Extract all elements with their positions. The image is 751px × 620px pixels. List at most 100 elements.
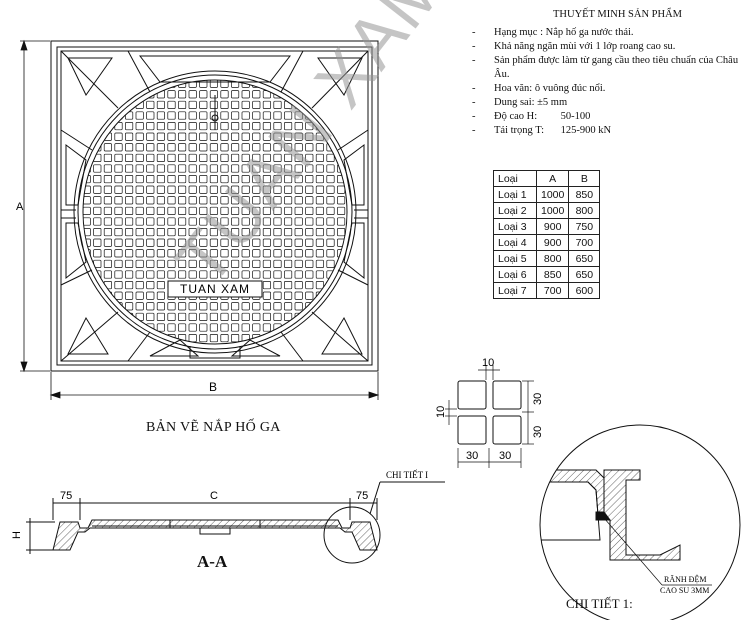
grid-square	[220, 323, 229, 332]
grid-square	[273, 111, 282, 120]
grid-square	[135, 270, 144, 279]
grid-square	[125, 185, 134, 194]
grid-square	[156, 291, 165, 300]
grid-square	[156, 259, 165, 268]
lid-plan-view	[50, 40, 379, 372]
section-dim-left: 75	[60, 490, 72, 502]
grid-square	[114, 80, 123, 88]
grid-square	[103, 196, 112, 205]
grid-square	[294, 132, 303, 141]
grid-square	[273, 196, 282, 205]
grid-square	[294, 217, 303, 226]
grid-square	[252, 196, 261, 205]
grid-square	[167, 217, 176, 226]
grid-square	[209, 259, 218, 268]
grid-square	[125, 259, 134, 268]
grid-square	[93, 175, 102, 184]
grid-square	[262, 206, 271, 215]
grid-square	[316, 345, 323, 352]
grid-square	[83, 111, 91, 120]
grid-square	[273, 302, 282, 311]
grid-square	[326, 312, 335, 321]
grid-square	[315, 185, 324, 194]
grid-square	[103, 259, 112, 268]
grid-square	[146, 249, 155, 258]
grid-square	[294, 270, 303, 279]
grid-square	[146, 196, 155, 205]
grid-square	[199, 90, 208, 99]
grid-gap-left-label: 10	[435, 406, 447, 418]
grid-square	[220, 153, 229, 162]
grid-square	[178, 111, 187, 120]
grid-square	[262, 291, 271, 300]
grid-square	[241, 185, 250, 194]
grid-square	[209, 217, 218, 226]
grid-square	[284, 312, 293, 321]
grid-square	[103, 323, 112, 332]
grid-square	[93, 100, 102, 109]
grid-square	[178, 122, 187, 131]
grid-square	[273, 185, 282, 194]
grid-square	[273, 122, 282, 131]
grid-square	[220, 80, 229, 88]
grid-square	[231, 80, 240, 88]
grid-square	[93, 80, 102, 88]
grid-square	[305, 185, 314, 194]
dimension-a	[20, 39, 50, 373]
section-aa	[26, 481, 445, 564]
grid-gap-top-label: 10	[482, 357, 494, 369]
grid-square	[306, 345, 313, 352]
groove-label-line1: RÃNH ĐỆM	[664, 574, 706, 584]
grid-square	[220, 185, 229, 194]
grid-square	[167, 312, 176, 321]
table-cell: Loại 4	[493, 234, 537, 251]
grid-square	[326, 217, 335, 226]
grid-square	[199, 185, 208, 194]
grid-square	[209, 312, 218, 321]
grid-square	[125, 217, 134, 226]
table-header-cell: B	[568, 170, 601, 187]
grid-square	[252, 238, 261, 247]
grid-square	[273, 100, 282, 109]
grid-square	[188, 217, 197, 226]
table-cell: Loại 7	[493, 282, 537, 299]
grid-square	[167, 270, 176, 279]
grid-square	[114, 281, 123, 290]
grid-square	[114, 196, 123, 205]
grid-square	[103, 100, 112, 109]
grid-square	[178, 238, 187, 247]
grid-square	[284, 281, 293, 290]
grid-square	[294, 196, 303, 205]
grid-square	[231, 132, 240, 141]
grid-square	[167, 206, 176, 215]
grid-square	[114, 153, 123, 162]
grid-square	[178, 270, 187, 279]
grid-square	[294, 206, 303, 215]
grid-square	[135, 249, 144, 258]
grid-square	[188, 334, 197, 343]
grid-square	[146, 281, 155, 290]
table-cell: 750	[568, 218, 601, 235]
grid-square	[262, 249, 271, 258]
grid-square	[220, 334, 229, 343]
grid-square	[326, 175, 335, 184]
grid-square	[93, 196, 102, 205]
grid-square	[262, 238, 271, 247]
grid-square	[167, 111, 176, 120]
table-cell: 850	[535, 266, 570, 283]
grid-square	[135, 206, 144, 215]
grid-square	[252, 185, 261, 194]
grid-square	[135, 228, 144, 237]
grid-square	[305, 132, 314, 141]
grid-square	[209, 323, 218, 332]
grid-square	[125, 270, 134, 279]
grid-square	[315, 132, 324, 141]
grid-square	[209, 302, 218, 311]
grid-square	[284, 122, 293, 131]
grid-square	[241, 143, 250, 152]
grid-square	[284, 228, 293, 237]
grid-square	[167, 100, 176, 109]
grid-square	[199, 143, 208, 152]
